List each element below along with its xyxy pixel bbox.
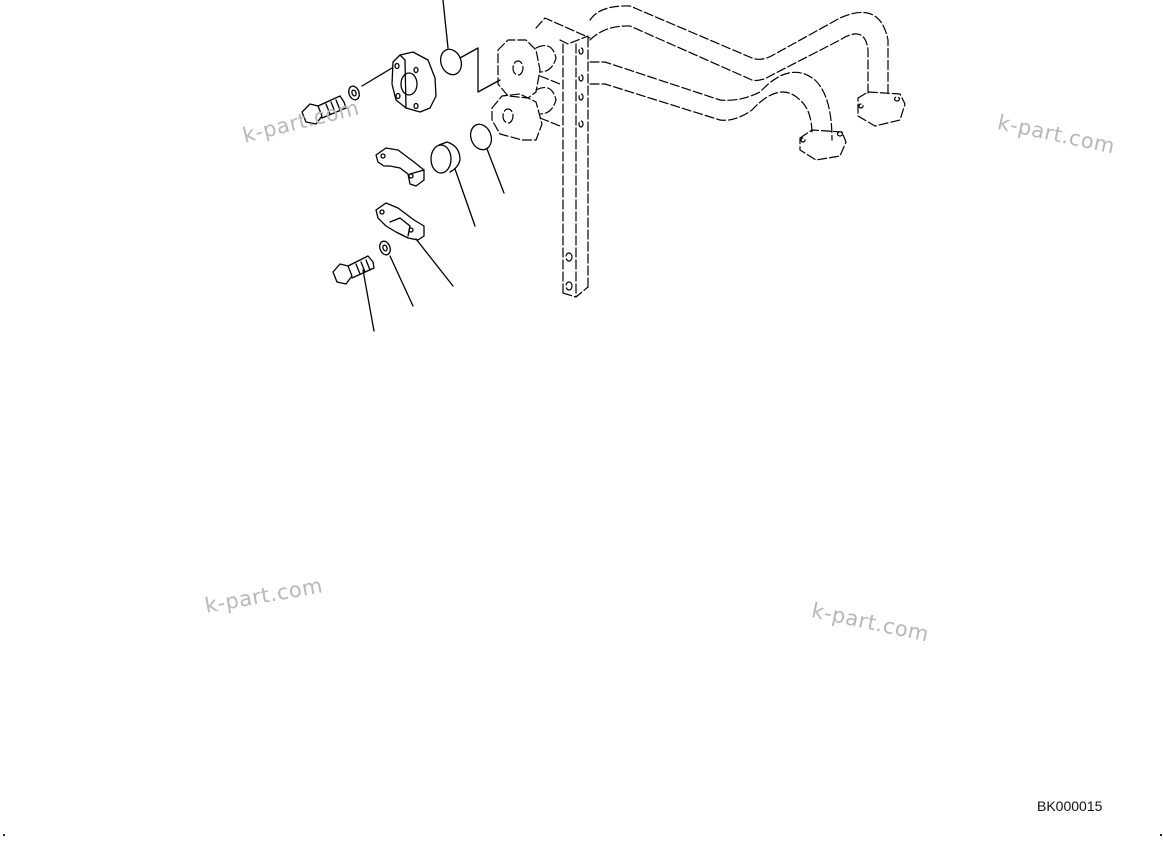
corner-mark: [3, 834, 5, 836]
washer-lower-icon: [379, 240, 414, 307]
blind-plug-icon: [430, 141, 476, 227]
valve-block-icon: [491, 17, 591, 141]
mounting-bracket-icon: [559, 35, 589, 298]
split-flange-half-b-icon: [375, 202, 454, 287]
flange-full-icon: [391, 51, 437, 113]
o-ring-lower-icon: [469, 123, 505, 194]
leader-line-oring-upper: [442, 0, 449, 49]
bolt-upper-icon: [301, 95, 347, 125]
pipe-lower-icon: [589, 61, 847, 161]
o-ring-upper-icon: [439, 47, 501, 93]
corner-mark-right: [1160, 834, 1162, 836]
split-flange-half-a-icon: [375, 147, 425, 187]
pipe-upper-icon: [589, 5, 906, 127]
drawing-code: BK000015: [1037, 798, 1103, 814]
washer-upper-icon: [348, 67, 393, 101]
bolt-lower-icon: [332, 255, 375, 332]
